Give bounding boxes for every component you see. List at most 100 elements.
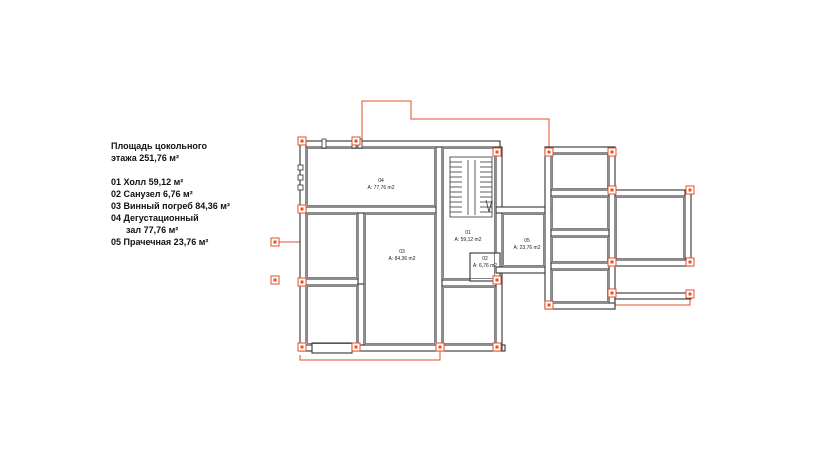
window-mark [297,184,304,191]
column-core [438,345,442,349]
wall-segment [550,229,610,237]
room-02-label: 02 A: 6,76 m2 [473,256,497,269]
column-core [495,278,499,282]
column-core [688,292,692,296]
stair-arrow [485,199,493,213]
column [297,342,307,352]
room-01-area: A: 59,12 m2 [455,237,482,243]
column [544,147,554,157]
wall-segment [550,189,610,197]
orange-outline [274,100,691,361]
column [492,275,502,285]
wall-segment [614,189,692,197]
room-outline [503,214,544,266]
room-outline [307,214,357,278]
legend-item-tasting-room-area: зал 77,76 м² [126,225,179,235]
wall-segment [299,140,501,148]
legend-item-tasting-room: 04 Дегустационный [111,213,199,223]
legend-title-line2: этажа 251,76 м² [111,153,179,163]
legend-item-laundry: 05 Прачечная 23,76 м² [111,237,209,247]
wall-segment [311,342,353,354]
column-core [688,260,692,264]
column [297,277,307,287]
wall-segment [299,140,307,352]
room-outline [552,154,608,189]
column-core [300,280,304,284]
column-core [300,207,304,211]
window-mark [297,174,304,181]
column-core [354,345,358,349]
area-legend: Площадь цокольного этажа 251,76 м² 01 Хо… [111,140,230,248]
wall-segment [550,262,610,270]
room-03-number: 03 [399,249,405,255]
wall-segment [495,146,503,352]
column [685,289,695,299]
wall-segment [357,283,365,346]
column [607,185,617,195]
column-core [610,291,614,295]
window-mark [297,164,304,171]
wall-segment [495,206,552,214]
wall-segment [435,146,443,346]
wall-segment [544,146,616,154]
orange-line [361,100,550,152]
room-04-area: A: 77,76 m2 [368,185,395,191]
room-outline [552,270,608,302]
wall-segment [684,189,692,267]
column-core [610,188,614,192]
column [351,136,361,146]
wall-segment [305,278,359,286]
room-02-number: 02 [482,256,488,262]
column-core [354,139,358,143]
staircase [449,156,493,218]
legend-item-wine-cellar: 03 Винный погреб 84,36 м² [111,201,230,211]
orange-line [299,347,441,361]
column [297,204,307,214]
room-02-area: A: 6,76 m2 [473,263,497,269]
room-04-label: 04 A: 77,76 m2 [368,178,395,191]
column [270,237,280,247]
column-core [688,188,692,192]
wall-segment [495,266,552,274]
column [435,342,445,352]
column [492,147,502,157]
column [544,300,554,310]
room-outline [443,287,495,344]
walls [297,138,692,354]
wall-segment [614,259,692,267]
column [297,136,307,146]
column [685,257,695,267]
column-core [273,278,277,282]
column [351,342,361,352]
room-05-area: A: 23,76 m2 [514,245,541,251]
wall-segment [544,146,552,310]
room-outline [552,197,608,229]
room-outline [616,197,684,259]
column-core [495,150,499,154]
wall-segment [608,146,616,310]
room-04-number: 04 [378,178,384,184]
column-core [300,345,304,349]
wall-segment [544,302,616,310]
wall-segment [305,206,443,214]
room-outline [307,148,435,206]
column-core [610,150,614,154]
columns [270,136,695,352]
column [607,147,617,157]
column [492,342,502,352]
column-core [300,139,304,143]
column-core [273,240,277,244]
room-03-area: A: 84,36 m2 [389,256,416,262]
column-core [610,260,614,264]
wall-segment [614,292,692,300]
column [270,275,280,285]
column [607,257,617,267]
wall-segment [357,212,365,286]
room-05-number: 05 [524,238,530,244]
room-01-label: 01 A: 59,12 m2 [455,230,482,243]
legend-item-bathroom: 02 Санузел 6,76 м² [111,189,193,199]
room-outline [552,237,608,262]
column [685,185,695,195]
column-core [495,345,499,349]
